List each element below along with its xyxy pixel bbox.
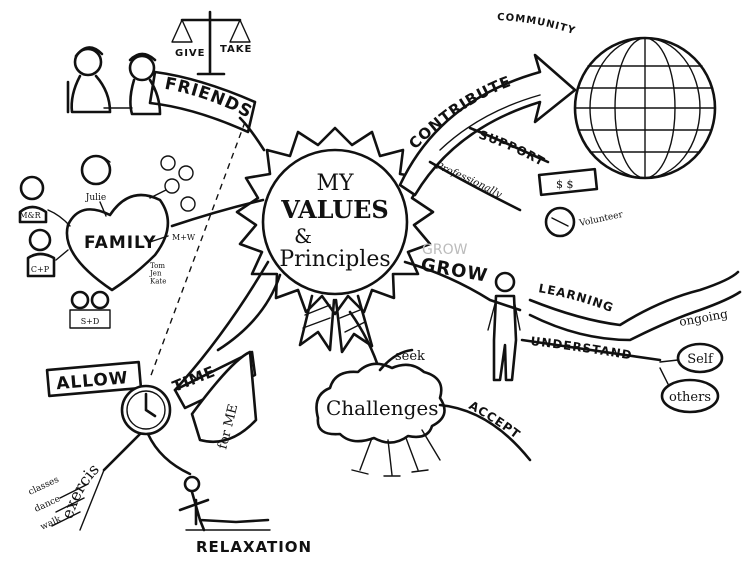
contribute-branch: CONTRIBUTE COMMUNITY SUPPORT $ $ Profess… — [398, 12, 717, 238]
globe-icon — [573, 36, 717, 180]
family-member-5: M+W — [172, 233, 196, 242]
challenges-cloud — [315, 362, 446, 444]
svg-text:GROW: GROW — [422, 242, 468, 258]
family-member-3: C+P — [31, 265, 50, 274]
family-heart — [65, 193, 170, 292]
badge-ribbon-right — [334, 294, 374, 354]
family-member-4: S+D — [81, 317, 100, 326]
friends-people-icon — [66, 46, 162, 116]
community-label: COMMUNITY — [497, 12, 577, 37]
clock-icon — [120, 384, 172, 436]
challenges-branch: Challenges seek ACCEPT — [315, 310, 532, 477]
friends-branch: FRIENDS GIVE TAKE — [66, 10, 266, 152]
friends-banner — [148, 70, 257, 134]
family-member-1: M&R — [19, 211, 41, 220]
contribute-arrow — [398, 53, 577, 197]
badge-circle — [261, 148, 409, 296]
allow-sign: ALLOW — [45, 360, 143, 398]
scale-take-label: TAKE — [220, 44, 252, 55]
relaxation-label: RELAXATION — [196, 538, 312, 556]
volunteer-label: Volunteer — [578, 210, 625, 229]
ongoing-label: ongoing — [678, 307, 729, 329]
center-title-4: Principles — [279, 247, 390, 272]
family-label: FAMILY — [84, 233, 157, 253]
center-title-2: VALUES — [280, 195, 389, 224]
grow-branch: GROW GROW LEARNING ongoing UNDERSTAND Se… — [403, 242, 742, 414]
professionally-label: Professionally — [433, 160, 504, 201]
badge-ribbon-left — [298, 294, 336, 352]
challenges-label: Challenges — [326, 396, 439, 420]
svg-text:$ $: $ $ — [556, 178, 574, 191]
learning-label: LEARNING — [538, 281, 616, 315]
center-title-1: MY — [316, 171, 354, 196]
relaxation-figure: RELAXATION — [178, 475, 312, 556]
self-label: Self — [687, 352, 714, 367]
for-me-wing — [190, 350, 258, 444]
money-icon: $ $ — [537, 167, 599, 197]
others-bubble — [660, 378, 720, 414]
self-bubble — [676, 342, 724, 374]
scale-icon: GIVE TAKE — [171, 10, 252, 76]
seek-label: seek — [395, 349, 425, 364]
accept-label: ACCEPT — [467, 398, 524, 441]
center-title-3: & — [294, 224, 312, 248]
support-label: SUPPORT — [477, 128, 547, 169]
person-figure — [487, 271, 521, 382]
central-badge: MY VALUES & Principles — [235, 126, 435, 354]
others-label: others — [669, 390, 711, 405]
family-member-2: Julie — [85, 193, 107, 203]
volunteer-icon: Volunteer — [544, 206, 625, 238]
family-branch: FAMILY M&R Julie C+P S+D M+W — [18, 154, 265, 329]
activity-walk: walk — [39, 514, 63, 532]
scale-give-label: GIVE — [175, 48, 206, 59]
